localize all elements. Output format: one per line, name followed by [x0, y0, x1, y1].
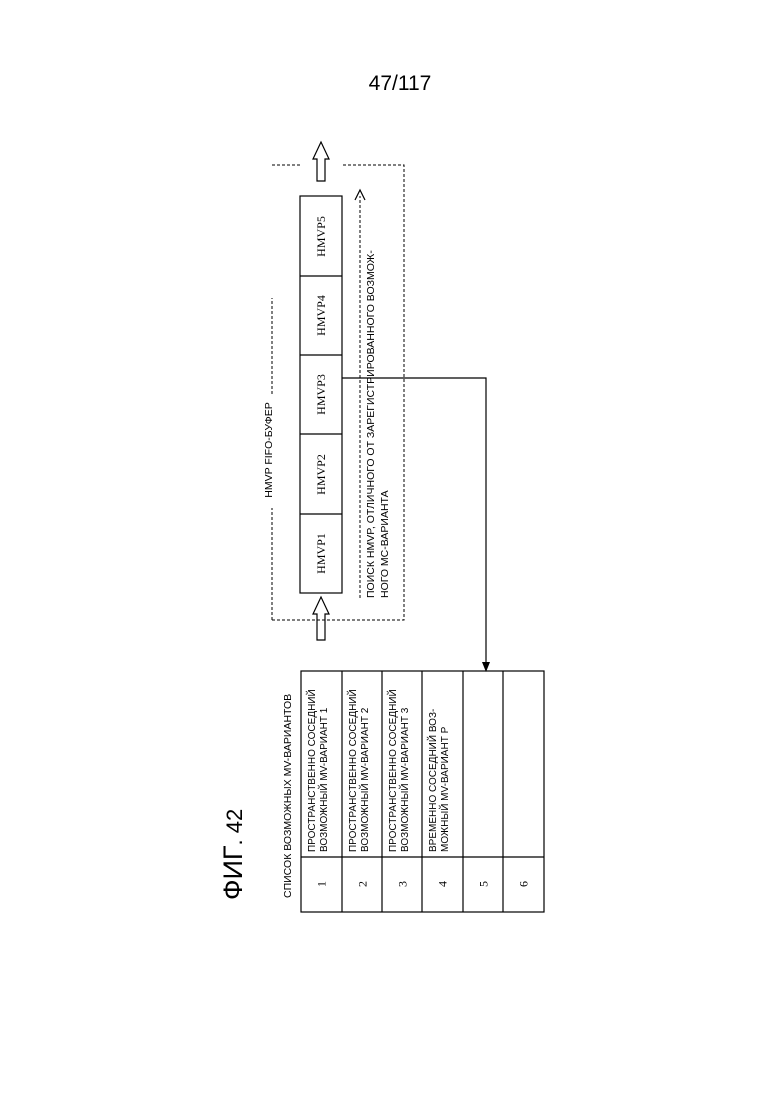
fifo-cell-labels: HMVP1 HMVP2 HMVP3 HMVP4 HMVP5: [314, 216, 328, 574]
candidate-list-title: СПИСОК ВОЗМОЖНЫХ MV-ВАРИАНТОВ: [282, 694, 294, 898]
candidate-row-index: 3: [395, 881, 409, 887]
candidate-row-description: ПРОСТРАНСТВЕННО СОСЕДНИЙ: [346, 689, 359, 852]
candidate-row-description: ВОЗМОЖНЫЙ MV-ВАРИАНТ 2: [358, 707, 371, 852]
search-label-line-2: НОГО MC-ВАРИАНТА: [379, 490, 391, 598]
fifo-cell-label: HMVP5: [314, 216, 328, 257]
fifo-buffer-title: HMVP FIFO-БУФЕР: [263, 402, 275, 497]
fifo-cell-label: HMVP1: [314, 533, 328, 574]
candidate-row-description: МОЖНЫЙ MV-ВАРИАНТ P: [438, 726, 451, 852]
fifo-cell-label: HMVP3: [314, 374, 328, 415]
fifo-input-arrow-icon: [313, 597, 329, 640]
page-number: 47/117: [369, 72, 432, 95]
candidate-row-index: 5: [476, 881, 490, 887]
candidate-list-table: [301, 671, 544, 912]
fifo-cell-label: HMVP4: [314, 295, 328, 336]
candidate-row-index: 1: [314, 881, 328, 887]
fifo-cell-label: HMVP2: [314, 454, 328, 495]
candidate-row-description: ВРЕМЕННО СОСЕДНИЙ ВОЗ-: [426, 709, 439, 852]
figure-title: ФИГ. 42: [218, 809, 248, 900]
figure-title-number: . 42: [222, 809, 247, 846]
candidate-row-description: ВОЗМОЖНЫЙ MV-ВАРИАНТ 1: [317, 707, 330, 852]
figure-title-prefix: ФИГ: [218, 845, 248, 900]
candidate-row-index: 4: [435, 881, 449, 887]
candidate-row-description: ПРОСТРАНСТВЕННО СОСЕДНИЙ: [386, 689, 399, 852]
candidate-row-index: 2: [355, 881, 369, 887]
connector-line: [342, 378, 486, 665]
candidate-row-description: ПРОСТРАНСТВЕННО СОСЕДНИЙ: [305, 689, 318, 852]
search-direction-arrowhead-icon: [355, 190, 365, 200]
search-label-line-1: ПОИСК HMVP, ОТЛИЧНОГО ОТ ЗАРЕГИСТРИРОВАН…: [365, 250, 377, 598]
candidate-row-index: 6: [516, 881, 530, 887]
fifo-output-arrow-icon: [313, 142, 329, 181]
candidate-row-description: ВОЗМОЖНЫЙ MV-ВАРИАНТ 3: [398, 707, 411, 852]
